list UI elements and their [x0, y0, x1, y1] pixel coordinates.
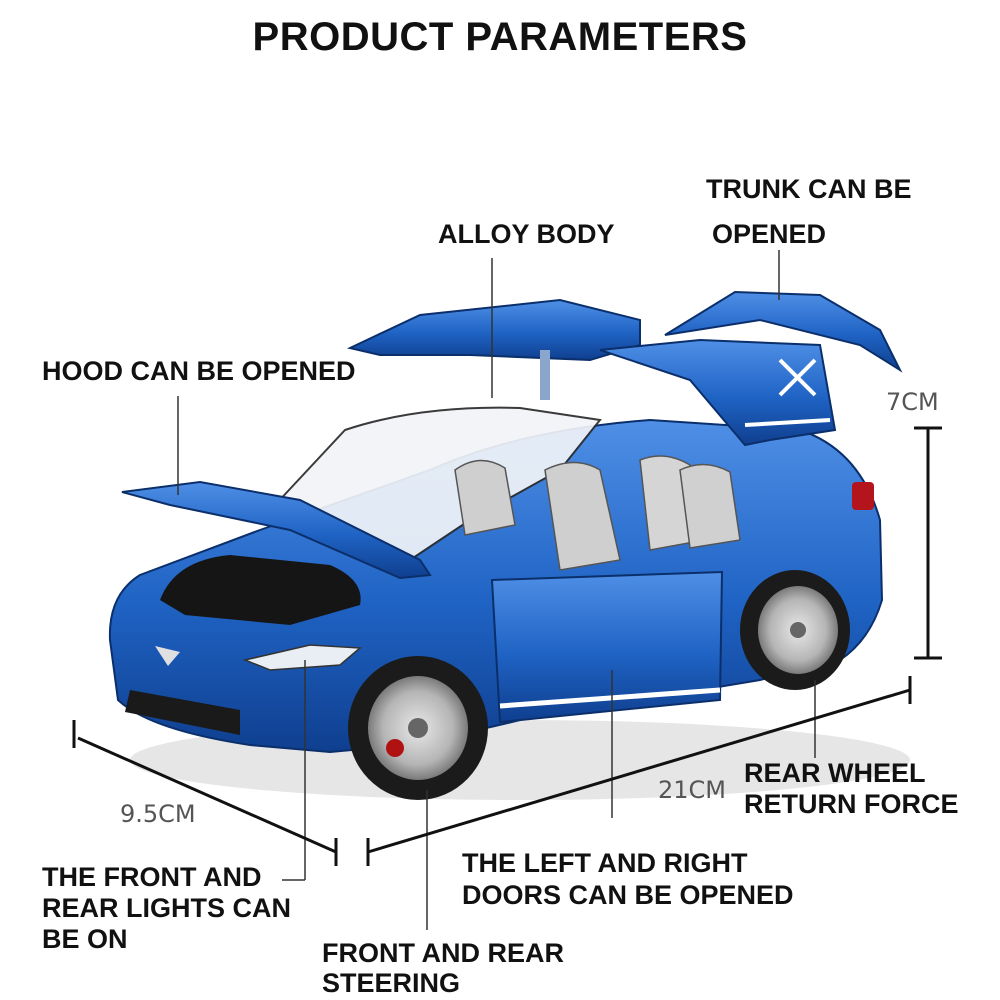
windshield: [273, 406, 602, 562]
frunk-cavity: [160, 555, 361, 625]
rear-wheel: [740, 570, 850, 690]
label-trunk-line1: TRUNK CAN BE: [706, 174, 912, 204]
dimension-lines: [72, 426, 942, 866]
width-line: [77, 736, 337, 854]
callout-lines: [177, 250, 816, 930]
label-doors-line2: DOORS CAN BE OPENED: [462, 880, 794, 910]
dimension-length: 21CM: [658, 776, 727, 804]
side-door-open: [490, 570, 724, 724]
length-line: [367, 688, 911, 854]
label-steering-line2: STEERING: [322, 968, 461, 998]
front-falcon-door: [346, 298, 641, 362]
label-lights-line2: REAR LIGHTS CAN: [42, 893, 291, 923]
label-lights-line1: THE FRONT AND: [42, 862, 262, 892]
door-stripes: [744, 358, 831, 427]
dimension-width: 9.5CM: [120, 800, 196, 828]
page-title: PRODUCT PARAMETERS: [252, 15, 748, 59]
interior-seats: [454, 455, 741, 571]
label-lights-line3: BE ON: [42, 924, 128, 954]
headlight: [242, 644, 362, 671]
front-wheel: [348, 656, 488, 800]
label-alloy-body: ALLOY BODY: [438, 219, 615, 249]
logo-mark: [155, 646, 180, 666]
open-hood: [121, 480, 432, 580]
tail-light: [852, 482, 874, 510]
door-stripe: [499, 687, 721, 709]
rear-falcon-door: [599, 338, 837, 447]
label-hood: HOOD CAN BE OPENED: [42, 356, 356, 386]
label-steering-line1: FRONT AND REAR: [322, 938, 564, 968]
label-trunk-line2: OPENED: [712, 219, 827, 249]
label-wheel-line2: RETURN FORCE: [744, 789, 959, 819]
dimension-height: 7CM: [886, 388, 939, 416]
grille: [125, 690, 240, 735]
door-hinge-left: [540, 350, 550, 400]
label-wheel-line1: REAR WHEEL: [744, 758, 926, 788]
open-trunk-lid: [664, 290, 903, 373]
label-doors-line1: THE LEFT AND RIGHT: [462, 848, 748, 878]
